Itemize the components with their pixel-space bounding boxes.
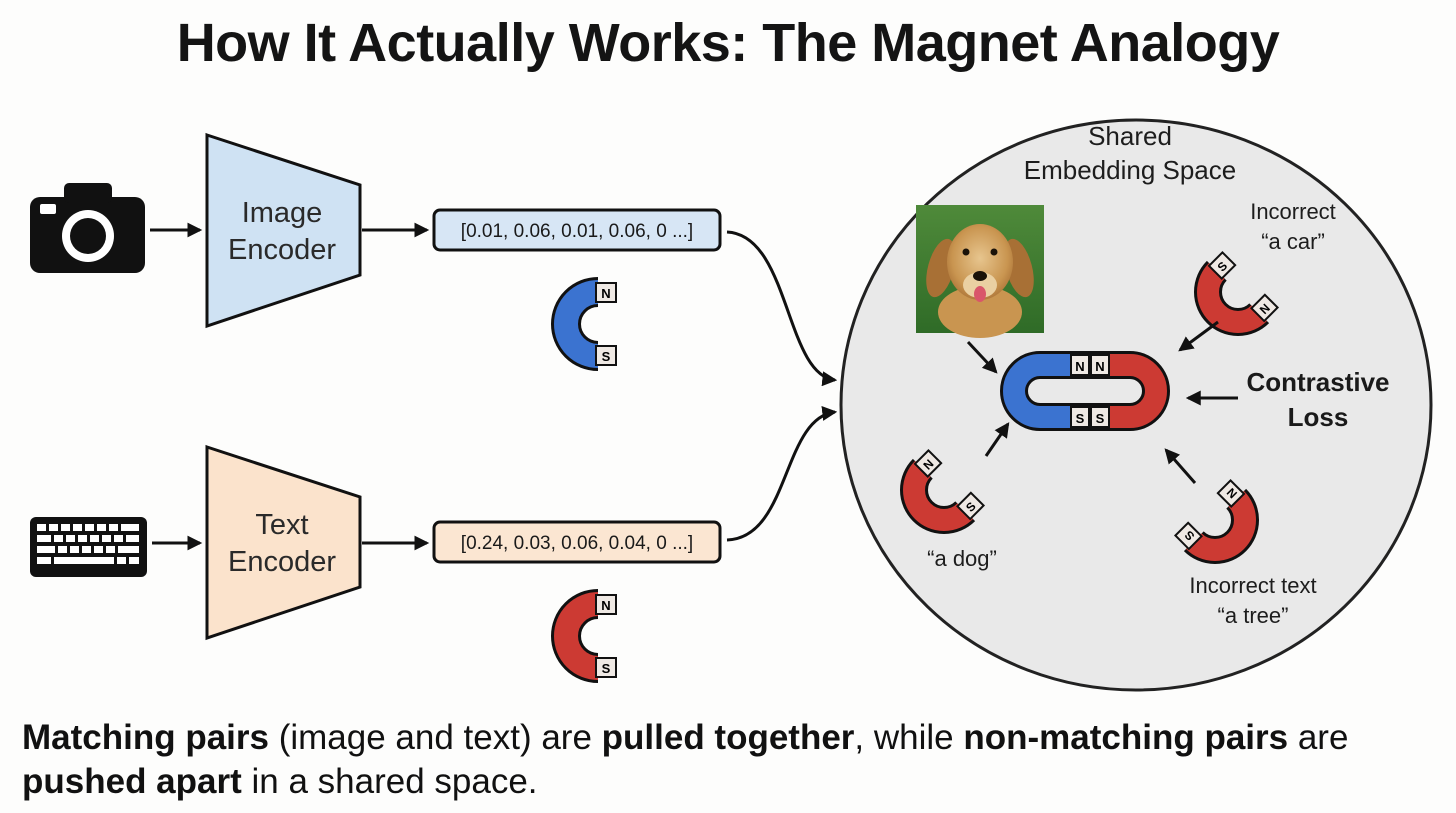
- text-encoder-label-1: Text: [255, 509, 308, 541]
- text-encoder-label-2: Encoder: [228, 546, 336, 578]
- caption-bold-1: Matching pairs: [22, 718, 269, 757]
- caption-text-2: , while: [854, 718, 964, 757]
- incorrect-car-label-1: Incorrect: [1250, 199, 1336, 224]
- image-vector-to-space-arrow: [726, 230, 838, 387]
- image-encoder-label-2: Encoder: [228, 234, 336, 266]
- text-embedding-vector: [0.24, 0.03, 0.06, 0.04, 0 ...]: [432, 520, 722, 564]
- north-pole-label: N: [1075, 359, 1084, 374]
- north-pole-label: N: [1095, 359, 1104, 374]
- image-embedding-vector: [0.01, 0.06, 0.01, 0.06, 0 ...]: [432, 208, 722, 252]
- incorrect-tree-label-2: “a tree”: [1218, 603, 1289, 628]
- text-vector-text: [0.24, 0.03, 0.06, 0.04, 0 ...]: [461, 533, 693, 554]
- dog-text-magnet-icon: N S: [900, 448, 986, 534]
- caption-bold-4: pushed apart: [22, 762, 242, 801]
- caption-bold-2: pulled together: [601, 718, 855, 757]
- contrastive-loss-label-1: Contrastive: [1246, 367, 1389, 397]
- incorrect-car-magnet-icon: S N: [1194, 250, 1280, 336]
- text-magnet-icon: N S: [551, 589, 617, 683]
- contrastive-loss-label-2: Loss: [1288, 402, 1349, 432]
- car-push-arrow: [1178, 320, 1219, 352]
- incorrect-car-label-2: “a car”: [1261, 229, 1325, 254]
- caption-text-1: (image and text) are: [268, 718, 602, 757]
- image-encoder-label-1: Image: [242, 197, 323, 229]
- space-title-line-1: Shared: [1088, 121, 1172, 151]
- caption-text-4: in a shared space.: [241, 762, 538, 801]
- image-vector-text: [0.01, 0.06, 0.01, 0.06, 0 ...]: [461, 221, 693, 242]
- south-pole-label: S: [1096, 411, 1105, 426]
- text-vector-to-space-arrow: [726, 406, 838, 542]
- south-pole-label: S: [602, 661, 611, 676]
- caption-text-3: are: [1288, 718, 1349, 757]
- text-encoder: Text Encoder: [205, 444, 362, 641]
- joined-magnet-icon: N N S S: [1000, 351, 1170, 431]
- dog-to-magnet-arrow: [966, 340, 998, 374]
- incorrect-tree-magnet-icon: S N: [1173, 478, 1259, 564]
- south-pole-label: S: [602, 349, 611, 364]
- tree-push-arrow: [1164, 448, 1197, 484]
- dog-text-pull-arrow: [984, 422, 1010, 457]
- caption: Matching pairs (image and text) are pull…: [22, 716, 1442, 804]
- dog-text-label: “a dog”: [927, 546, 997, 571]
- south-pole-label: S: [1076, 411, 1085, 426]
- page-title: How It Actually Works: The Magnet Analog…: [176, 13, 1280, 73]
- keyboard-icon: [30, 517, 147, 577]
- caption-bold-3: non-matching pairs: [963, 718, 1289, 757]
- incorrect-tree-label-1: Incorrect text: [1189, 573, 1316, 598]
- image-magnet-icon: N S: [551, 277, 617, 371]
- space-title-line-2: Embedding Space: [1024, 155, 1236, 185]
- north-pole-label: N: [601, 286, 610, 301]
- camera-icon: [30, 183, 145, 273]
- image-encoder: Image Encoder: [205, 132, 362, 329]
- north-pole-label: N: [601, 598, 610, 613]
- dog-photo-icon: [916, 205, 1044, 338]
